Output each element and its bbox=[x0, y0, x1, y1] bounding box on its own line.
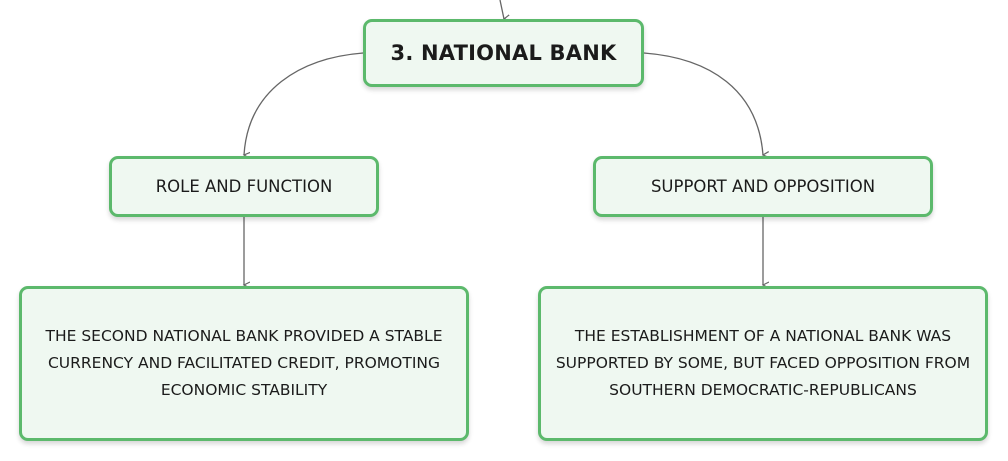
root-node-national-bank[interactable]: 3. NATIONAL BANK bbox=[363, 19, 644, 87]
detail-node-text: THE SECOND NATIONAL BANK PROVIDED A STAB… bbox=[45, 327, 443, 399]
branch-node-label: ROLE AND FUNCTION bbox=[155, 177, 333, 196]
detail-node-text: THE ESTABLISHMENT OF A NATIONAL BANK WAS… bbox=[555, 327, 971, 399]
branch-node-label: SUPPORT AND OPPOSITION bbox=[650, 177, 876, 196]
connector-root-to-role-and-function bbox=[244, 52, 364, 155]
branch-node-support-and-opposition[interactable]: SUPPORT AND OPPOSITION bbox=[593, 156, 933, 217]
detail-node-role-and-function[interactable]: THE SECOND NATIONAL BANK PROVIDED A STAB… bbox=[19, 286, 469, 441]
branch-node-role-and-function[interactable]: ROLE AND FUNCTION bbox=[109, 156, 379, 217]
incoming-connector bbox=[499, 0, 504, 19]
detail-node-support-and-opposition[interactable]: THE ESTABLISHMENT OF A NATIONAL BANK WAS… bbox=[538, 286, 988, 441]
connector-root-to-support-and-opposition bbox=[643, 52, 763, 155]
root-node-label: 3. NATIONAL BANK bbox=[390, 41, 617, 65]
